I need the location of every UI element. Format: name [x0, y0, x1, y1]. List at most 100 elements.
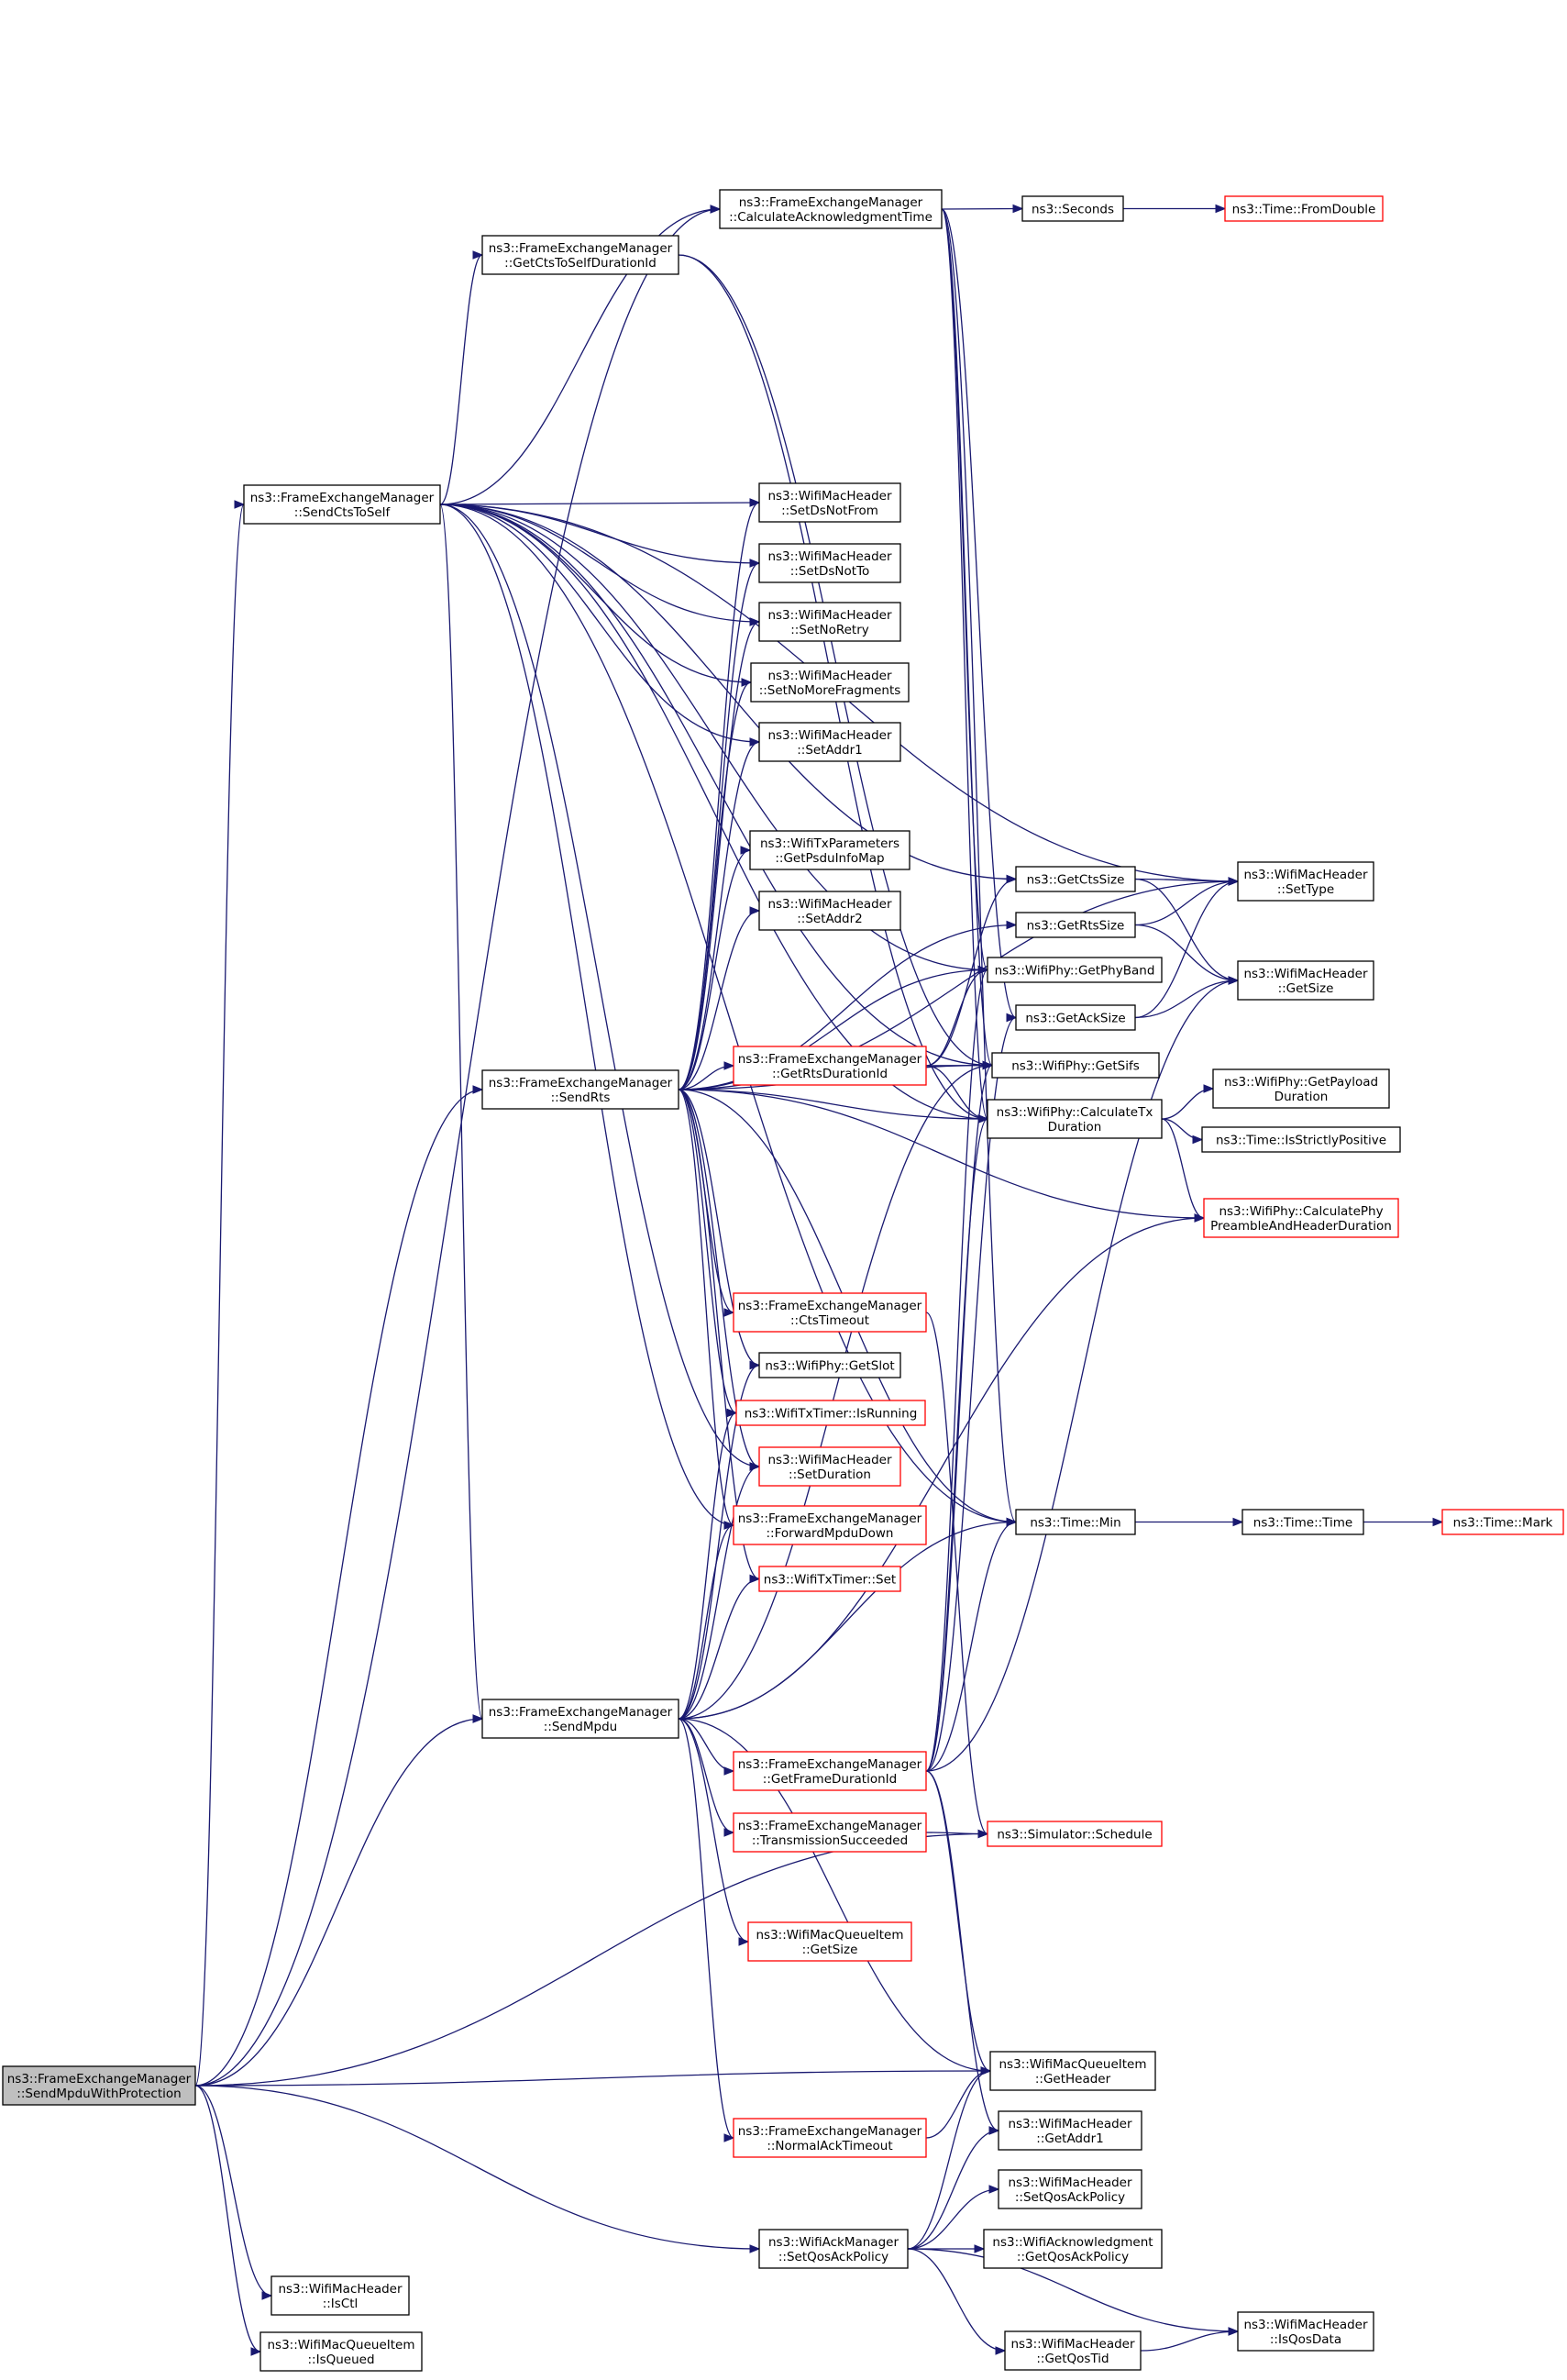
node-ns3-wifiphy-getphyband[interactable]: ns3::WifiPhy::GetPhyBand — [987, 957, 1163, 983]
node-label-line: ::SetDuration — [789, 1467, 871, 1482]
edge-getAckSize-to-hdrGetSize — [1134, 976, 1240, 1019]
node-label-line: ns3::FrameExchangeManager — [489, 1076, 673, 1090]
edge-sendMpdu-to-setDuration — [678, 1462, 761, 1720]
node-ns3-wifitxparameters-getpsduinfomap[interactable]: ns3::WifiTxParameters::GetPsduInfoMap — [749, 830, 910, 870]
node-label-line: ns3::FrameExchangeManager — [738, 1299, 922, 1313]
node-label-line: ns3::WifiMacHeader — [767, 728, 892, 743]
node-ns3-wifimacqueueitem-getheader[interactable]: ns3::WifiMacQueueItem::GetHeader — [989, 2051, 1156, 2091]
edge-timeTime-to-timeMark — [1363, 1517, 1444, 1527]
node-ns3-frameexchangemanager-sendctstoself[interactable]: ns3::FrameExchangeManager::SendCtsToSelf — [243, 484, 441, 525]
node-label-line: ns3::WifiMacHeader — [1010, 2337, 1135, 2352]
node-ns3-wifimacheader-getqostid[interactable]: ns3::WifiMacHeader::GetQosTid — [1004, 2330, 1142, 2371]
node-ns3-getrtssize[interactable]: ns3::GetRtsSize — [1015, 912, 1136, 938]
node-ns3-wifimacheader-getsize[interactable]: ns3::WifiMacHeader::GetSize — [1237, 960, 1374, 1001]
node-ns3-simulator-schedule[interactable]: ns3::Simulator::Schedule — [987, 1821, 1163, 1847]
node-label-line: ::TransmissionSucceeded — [752, 1833, 908, 1848]
node-label-line: ns3::Time::FromDouble — [1232, 203, 1376, 217]
node-ns3-frameexchangemanager-getframedurationid[interactable]: ns3::FrameExchangeManager::GetFrameDurat… — [733, 1751, 927, 1791]
node-label-line: ns3::GetCtsSize — [1027, 873, 1125, 888]
node-label-line: ns3::WifiAcknowledgment — [992, 2235, 1153, 2250]
node-label-line: ::GetRtsDurationId — [772, 1067, 888, 1081]
node-ns3-wifiacknowledgment-getqosackpolicy[interactable]: ns3::WifiAcknowledgment::GetQosAckPolicy — [983, 2229, 1163, 2269]
edge-sendMpdu-to-normalAck — [678, 1718, 735, 2142]
node-ns3-frameexchangemanager-sendmpduwithprotection[interactable]: ns3::FrameExchangeManager::SendMpduWithP… — [2, 2065, 196, 2106]
node-ns3-wifimacheader-setqosackpolicy[interactable]: ns3::WifiMacHeader::SetQosAckPolicy — [998, 2169, 1142, 2209]
node-ns3-wifitxtimer-set[interactable]: ns3::WifiTxTimer::Set — [758, 1566, 901, 1592]
node-ns3-time-time[interactable]: ns3::Time::Time — [1241, 1509, 1364, 1535]
node-ns3-wifimacheader-isctl[interactable]: ns3::WifiMacHeader::IsCtl — [270, 2275, 410, 2316]
node-ns3-wifimacheader-setdsnotfrom[interactable]: ns3::WifiMacHeader::SetDsNotFrom — [758, 482, 901, 523]
node-ns3-seconds[interactable]: ns3::Seconds — [1021, 195, 1124, 222]
node-ns3-getacksize[interactable]: ns3::GetAckSize — [1015, 1004, 1136, 1031]
node-ns3-time-mark[interactable]: ns3::Time::Mark — [1441, 1509, 1564, 1535]
node-label-line: ns3::FrameExchangeManager — [739, 195, 923, 210]
node-ns3-frameexchangemanager-normalacktimeout[interactable]: ns3::FrameExchangeManager::NormalAckTime… — [733, 2118, 927, 2158]
node-label-line: ns3::WifiMacHeader — [767, 669, 892, 683]
node-ns3-wifitxtimer-isrunning[interactable]: ns3::WifiTxTimer::IsRunning — [735, 1400, 926, 1426]
edge-calcTx-to-getPayload — [1161, 1084, 1215, 1120]
edge-timeMin-to-timeTime — [1135, 1517, 1244, 1527]
node-ns3-frameexchangemanager-transmissionsucceeded[interactable]: ns3::FrameExchangeManager::TransmissionS… — [733, 1812, 927, 1853]
node-label-line: ::SetAddr1 — [797, 743, 863, 758]
edge-sendCts-to-sendMpdu — [439, 504, 484, 1723]
edge-sendCts-to-fwdMpdu — [439, 504, 735, 1530]
node-layer: ns3::FrameExchangeManager::SendMpduWithP… — [2, 189, 1564, 2372]
node-ns3-wifimacheader-setaddr2[interactable]: ns3::WifiMacHeader::SetAddr2 — [758, 891, 901, 931]
node-ns3-wifimacheader-setdsnotto[interactable]: ns3::WifiMacHeader::SetDsNotTo — [758, 543, 901, 583]
node-label-line: ::GetAddr1 — [1036, 2131, 1103, 2146]
node-ns3-wifiackmanager-setqosackpolicy[interactable]: ns3::WifiAckManager::SetQosAckPolicy — [758, 2229, 909, 2269]
node-ns3-frameexchangemanager-forwardmpdudown[interactable]: ns3::FrameExchangeManager::ForwardMpduDo… — [733, 1505, 927, 1545]
node-label-line: ::IsQueued — [307, 2352, 374, 2367]
node-label-line: ns3::WifiMacHeader — [278, 2282, 403, 2297]
node-label-line: ns3::FrameExchangeManager — [250, 491, 435, 505]
node-ns3-wifimacheader-isqosdata[interactable]: ns3::WifiMacHeader::IsQosData — [1237, 2311, 1374, 2352]
node-label-line: ns3::GetRtsSize — [1027, 919, 1125, 934]
edge-sendCts-to-calcTx — [439, 504, 989, 1124]
node-label-line: ::SetNoRetry — [790, 623, 869, 637]
edge-ctsTimeout-to-schedule — [925, 1312, 989, 1839]
node-label-line: ::SetAddr2 — [797, 912, 863, 926]
node-ns3-frameexchangemanager-getrtsdurationid[interactable]: ns3::FrameExchangeManager::GetRtsDuratio… — [733, 1046, 927, 1086]
node-ns3-wifimacqueueitem-getsize[interactable]: ns3::WifiMacQueueItem::GetSize — [747, 1921, 912, 1962]
node-ns3-frameexchangemanager-getctstoselfdurationid[interactable]: ns3::FrameExchangeManager::GetCtsToSelfD… — [481, 235, 679, 275]
node-ns3-wifiphy-getsifs[interactable]: ns3::WifiPhy::GetSifs — [991, 1052, 1160, 1079]
node-label-line: ns3::FrameExchangeManager — [738, 1819, 922, 1833]
node-label-line: ns3::WifiAckManager — [768, 2235, 899, 2250]
node-ns3-wifiphy-calculatephypreambleandheaderduration[interactable]: ns3::WifiPhy::CalculatePhyPreambleAndHea… — [1203, 1198, 1399, 1238]
node-ns3-time-fromdouble[interactable]: ns3::Time::FromDouble — [1224, 195, 1384, 222]
node-label-line: ns3::WifiMacQueueItem — [756, 1928, 903, 1943]
edge-sendRts-to-setDsNotTo — [678, 559, 761, 1090]
node-ns3-time-isstrictlypositive[interactable]: ns3::Time::IsStrictlyPositive — [1201, 1126, 1401, 1153]
node-ns3-wifimacheader-settype[interactable]: ns3::WifiMacHeader::SetType — [1237, 861, 1374, 902]
node-label-line: ::GetFrameDurationId — [763, 1772, 897, 1787]
node-label-line: ::GetQosAckPolicy — [1017, 2250, 1129, 2264]
node-ns3-wifimacheader-setduration[interactable]: ns3::WifiMacHeader::SetDuration — [758, 1446, 901, 1487]
node-ns3-wifimacheader-setaddr1[interactable]: ns3::WifiMacHeader::SetAddr1 — [758, 722, 901, 762]
node-label-line: ::SetNoMoreFragments — [759, 683, 901, 698]
node-label-line: ::GetCtsToSelfDurationId — [504, 256, 657, 271]
node-ns3-frameexchangemanager-ctstimeout[interactable]: ns3::FrameExchangeManager::CtsTimeout — [733, 1292, 927, 1333]
edge-root-to-sendMpdu — [194, 1714, 484, 2087]
node-label-line: ns3::FrameExchangeManager — [738, 2124, 922, 2139]
node-ns3-wifimacqueueitem-isqueued[interactable]: ns3::WifiMacQueueItem::IsQueued — [259, 2331, 423, 2372]
edge-sendRts-to-setAddr1 — [678, 737, 761, 1090]
edge-getFrameDur-to-getSifs — [925, 1060, 994, 1772]
node-ns3-frameexchangemanager-sendrts[interactable]: ns3::FrameExchangeManager::SendRts — [481, 1069, 679, 1110]
edge-setQosAckMgr-to-mqiGetHeader — [907, 2066, 992, 2250]
node-ns3-frameexchangemanager-calculateacknowledgmenttime[interactable]: ns3::FrameExchangeManager::CalculateAckn… — [719, 189, 943, 229]
node-ns3-wifiphy-getslot[interactable]: ns3::WifiPhy::GetSlot — [758, 1352, 901, 1378]
node-label-line: ns3::WifiPhy::GetPayload — [1224, 1075, 1378, 1090]
node-ns3-getctssize[interactable]: ns3::GetCtsSize — [1015, 866, 1136, 892]
node-ns3-wifimacheader-setnomorefragments[interactable]: ns3::WifiMacHeader::SetNoMoreFragments — [750, 662, 910, 703]
node-ns3-time-min[interactable]: ns3::Time::Min — [1015, 1509, 1136, 1535]
edge-sendRts-to-setAddr2 — [678, 906, 761, 1090]
node-label-line: ns3::Time::Mark — [1453, 1516, 1553, 1531]
node-ns3-frameexchangemanager-sendmpdu[interactable]: ns3::FrameExchangeManager::SendMpdu — [481, 1699, 679, 1739]
node-ns3-wifimacheader-setnoretry[interactable]: ns3::WifiMacHeader::SetNoRetry — [758, 602, 901, 642]
node-label-line: ::ForwardMpduDown — [767, 1526, 894, 1541]
edge-sendMpdu-to-fwdMpdu — [678, 1521, 735, 1720]
node-ns3-wifimacheader-getaddr1[interactable]: ns3::WifiMacHeader::GetAddr1 — [998, 2110, 1142, 2151]
